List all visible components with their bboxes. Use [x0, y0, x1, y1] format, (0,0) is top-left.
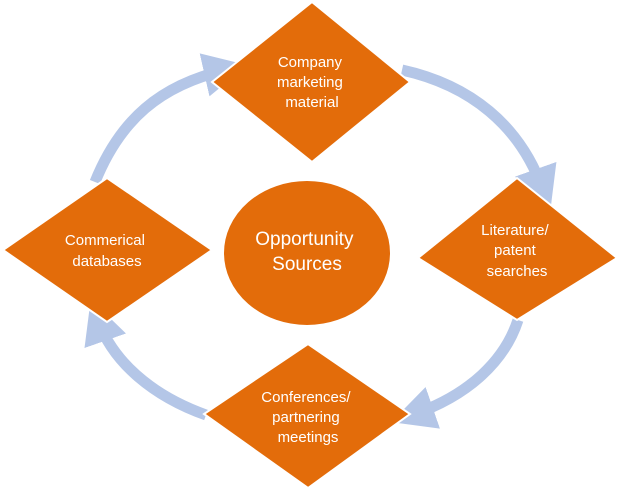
center-circle	[222, 179, 392, 327]
right-node-label: Literature/ patent searches	[481, 222, 553, 280]
right-node-line-3: searches	[487, 263, 548, 280]
center-label-line-1: Opportunity	[255, 229, 354, 250]
diamond-left	[1, 176, 214, 324]
right-node-line-1: Literature/	[481, 222, 549, 239]
arc-top-to-right	[400, 64, 557, 211]
top-node-line-3: material	[285, 94, 338, 111]
diamond-right	[416, 176, 618, 322]
arc-bottom-to-left	[84, 299, 208, 421]
arc-right-to-bottom	[391, 318, 524, 429]
left-node-label: Commerical databases	[65, 232, 149, 270]
bottom-node-label: Conferences/ partnering meetings	[261, 389, 354, 446]
bottom-node-line-2: partnering	[272, 409, 340, 426]
bottom-node-line-1: Conferences/	[261, 389, 351, 406]
left-node-line-1: Commerical	[65, 232, 145, 249]
diamond-top	[210, 0, 412, 164]
top-node-line-1: Company	[278, 54, 343, 71]
bottom-node-line-3: meetings	[278, 429, 339, 446]
top-node-line-2: marketing	[277, 74, 343, 91]
center-label: Opportunity Sources	[255, 229, 359, 275]
top-node-label: Company marketing material	[277, 54, 347, 111]
left-node-line-2: databases	[72, 253, 141, 270]
cycle-ring	[84, 53, 557, 429]
arc-left-to-top	[89, 53, 248, 185]
diamond-bottom	[202, 342, 412, 490]
center-label-line-2: Sources	[272, 254, 342, 275]
right-node-line-2: patent	[494, 242, 537, 259]
